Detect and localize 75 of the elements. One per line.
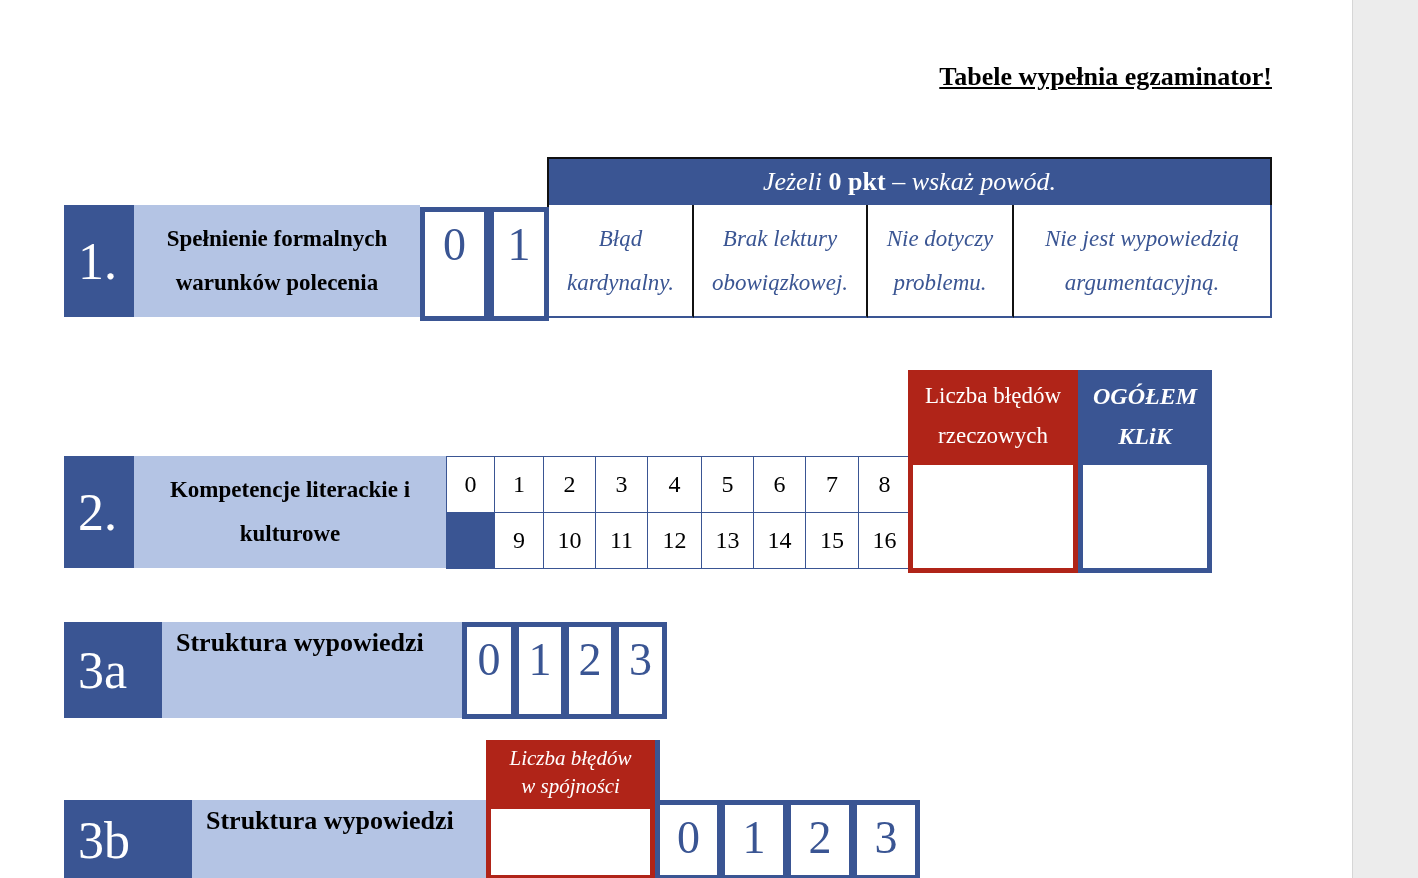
score-value: 2 bbox=[578, 633, 602, 686]
header-text: Liczba błędów rzeczowych bbox=[924, 381, 1062, 450]
answer-box bbox=[1078, 460, 1212, 573]
criterion-cell bbox=[192, 800, 486, 878]
point-value: 9 bbox=[513, 527, 525, 554]
reason-text: Brak lektury obowiązkowej. bbox=[710, 224, 850, 297]
header-text: OGÓŁEM KLiK bbox=[1093, 381, 1197, 451]
score-cell bbox=[614, 622, 667, 719]
criterion-name: Struktura wypowiedzi bbox=[206, 806, 454, 836]
header-cell bbox=[1078, 370, 1212, 461]
point-value: 13 bbox=[715, 527, 740, 554]
score-cell bbox=[564, 622, 616, 719]
row-number: 3b bbox=[78, 810, 130, 870]
point-value: 3 bbox=[615, 471, 628, 498]
point-value: 12 bbox=[662, 527, 687, 554]
reason-cell bbox=[694, 205, 868, 318]
header-cell bbox=[908, 370, 1078, 461]
score-cell bbox=[489, 207, 549, 321]
reason-cell bbox=[549, 205, 694, 318]
point-value: 11 bbox=[609, 527, 634, 554]
point-value: 1 bbox=[513, 471, 525, 498]
point-value: 5 bbox=[721, 471, 734, 498]
criterion-name: Kompetencje literackie i kulturowe bbox=[168, 476, 412, 548]
header-text: Liczba błędów w spójności bbox=[508, 745, 633, 800]
point-value: 7 bbox=[826, 471, 838, 498]
point-value: 6 bbox=[773, 471, 786, 498]
score-value: 0 bbox=[677, 811, 700, 864]
criterion-cell bbox=[134, 205, 420, 317]
point-value: 10 bbox=[557, 527, 582, 554]
point-value: 16 bbox=[872, 527, 897, 554]
score-value: 2 bbox=[808, 811, 832, 864]
score-value: 3 bbox=[874, 811, 898, 864]
form-instruction: Tabele wypełnia egzaminator! bbox=[939, 62, 1272, 92]
reason-cell bbox=[1014, 205, 1272, 318]
point-value: 8 bbox=[878, 471, 891, 498]
score-value: 1 bbox=[528, 633, 552, 686]
row-number: 3a bbox=[78, 640, 128, 700]
header-cell bbox=[486, 740, 655, 804]
score-cell bbox=[852, 800, 920, 878]
row-number: 2. bbox=[78, 482, 117, 542]
row-number-cell bbox=[64, 205, 134, 317]
header-cell bbox=[547, 157, 1272, 207]
score-cell bbox=[462, 622, 516, 719]
criterion-cell bbox=[162, 622, 462, 718]
score-cell bbox=[720, 800, 788, 878]
score-value: 3 bbox=[629, 633, 652, 686]
score-cell bbox=[420, 207, 489, 321]
header-text: Jeżeli 0 pkt – wskaż powód. bbox=[762, 167, 1057, 197]
reason-text: Nie jest wypowiedzią argumentacyjną. bbox=[1043, 224, 1241, 297]
score-value: 0 bbox=[477, 633, 501, 686]
score-cell bbox=[786, 800, 854, 878]
row-number-cell bbox=[64, 456, 134, 568]
criterion-cell bbox=[134, 456, 446, 568]
score-cell bbox=[655, 800, 722, 878]
answer-box bbox=[908, 460, 1078, 573]
filled-cell bbox=[446, 512, 495, 569]
reason-text: Nie dotyczy problemu. bbox=[885, 224, 995, 297]
reason-text: Błąd kardynalny. bbox=[565, 224, 676, 297]
point-value: 2 bbox=[563, 471, 576, 498]
row-number-cell bbox=[64, 800, 192, 878]
criterion-name: Struktura wypowiedzi bbox=[176, 628, 424, 658]
row-number: 1. bbox=[78, 231, 117, 291]
score-value: 1 bbox=[742, 811, 766, 864]
point-value: 15 bbox=[820, 527, 844, 554]
reason-cell bbox=[868, 205, 1014, 318]
score-value: 1 bbox=[507, 218, 531, 271]
point-cell bbox=[446, 456, 495, 513]
answer-box bbox=[486, 804, 655, 878]
score-value: 0 bbox=[443, 218, 466, 271]
point-value: 14 bbox=[767, 527, 792, 554]
score-cell bbox=[514, 622, 566, 719]
point-value: 4 bbox=[668, 471, 681, 498]
point-value: 0 bbox=[464, 471, 477, 498]
criterion-name: Spełnienie formalnych warunków polecenia bbox=[165, 225, 389, 297]
row-number-cell bbox=[64, 622, 162, 718]
